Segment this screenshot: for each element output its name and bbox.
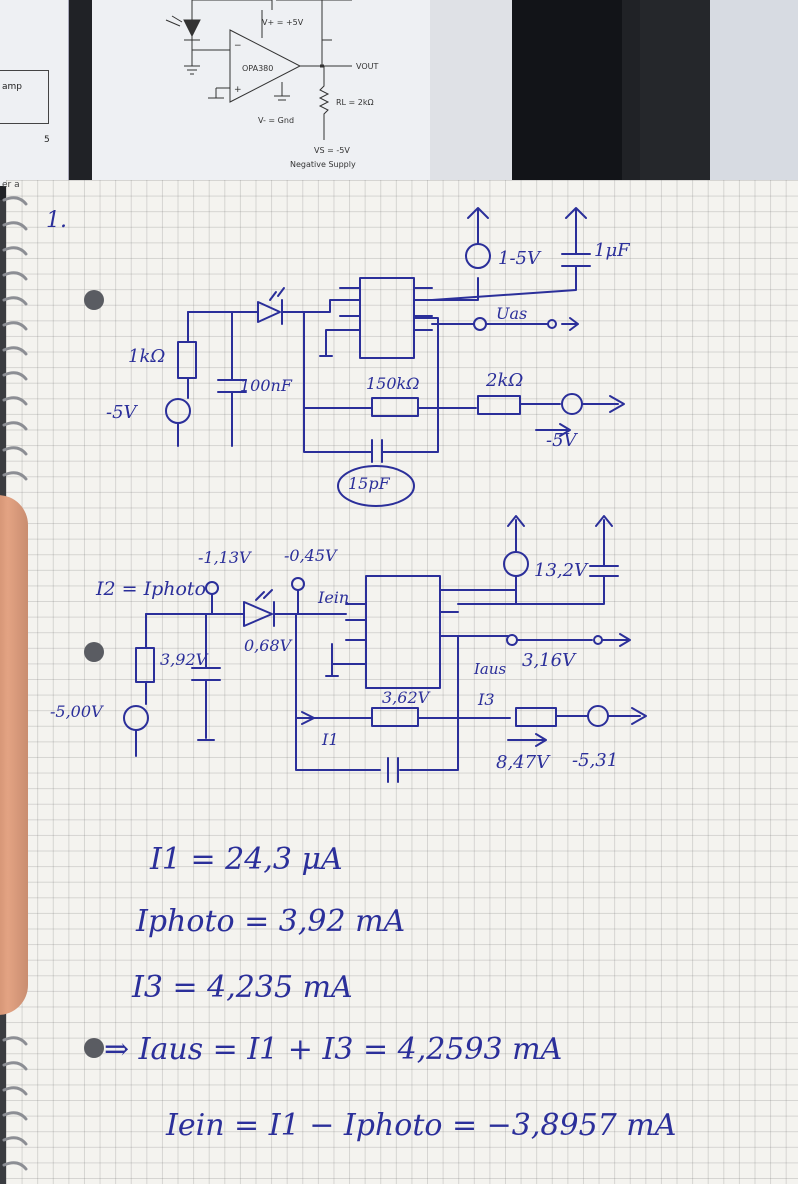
schematic-output-label: VOUT [356,62,379,71]
c1-output-resistor-label: 2kΩ [486,370,524,391]
svg-text:−: − [234,41,242,51]
c2-load-voltage: 8,47V [496,752,550,773]
c2-feedback-voltage: 3,62V [382,688,430,707]
c2-output-voltage: 3,16V [522,650,576,671]
schematic-supply-positive: V+ = +5V [262,18,304,27]
svg-text:+: + [234,85,242,95]
c2-diode-voltage: 0,68V [244,636,292,655]
c1-resistor-label: 1kΩ [128,346,166,367]
c2-photo-current: I2 = Iphoto [96,578,207,600]
wall-background [710,0,798,190]
side-page-frame [0,70,49,124]
finger-holding-paper [0,495,28,1015]
c2-node-left-voltage: -1,13V [198,548,251,567]
schematic-opamp-part: OPA380 [242,64,274,73]
c2-source-voltage: -5,00V [50,702,103,721]
spiral-binding [2,196,28,1171]
monitor-bezel-edge [640,0,710,182]
c2-output-current: Iaus [474,660,507,678]
c2-branch-current: I3 [478,690,495,709]
c2-resistor-voltage: 3,92V [160,650,208,669]
schematic-supply-negative: V- = Gnd [258,116,295,125]
datasheet-margin [430,0,512,186]
c1-feedback-resistor-label: 150kΩ [366,374,420,393]
side-document-page: amp 5 [0,0,69,186]
printed-schematic: − + [165,0,352,140]
schematic-negative-supply-label: Negative Supply [290,160,356,169]
c1-source-label: -5V [106,402,137,423]
equation-iphoto: Iphoto = 3,92 mA [136,904,406,939]
side-page-number: 5 [44,135,50,145]
equation-iaus: ⇒ Iaus = I1 + I3 = 4,2593 mA [104,1032,563,1067]
schematic-load-resistor: RL = 2kΩ [336,98,374,107]
edge-text-fragment: er a [2,180,20,190]
c1-output-voltage: -5V [546,430,577,451]
equation-i3: I3 = 4,235 mA [132,970,353,1005]
equation-iein: Iein = I1 − Iphoto = −3,8957 mA [166,1108,677,1143]
side-page-label: amp [2,82,22,92]
c2-feedback-current: I1 [322,730,339,749]
monitor-bezel [512,0,622,190]
c1-supply-label: 1-5V [498,248,540,269]
schematic-negative-supply-value: VS = -5V [314,146,350,155]
section-number: 1. [46,208,67,233]
c1-cap-left-label: 100nF [240,376,292,395]
c2-input-current: Iein [318,588,350,607]
c2-supply-voltage: 13,2V [534,560,588,581]
c1-output-label: Uas [496,304,528,323]
datasheet-page: − + V+ = +5V OPA380 VOUT RL = 2kΩ V- = G… [92,0,430,186]
c1-feedback-cap-label: 15pF [348,474,390,493]
c1-cap-top-label: 1μF [594,240,630,261]
c2-end-voltage: -5,31 [572,750,619,771]
c2-node-right-voltage: -0,45V [284,546,337,565]
equation-i1: I1 = 24,3 μA [150,842,343,877]
